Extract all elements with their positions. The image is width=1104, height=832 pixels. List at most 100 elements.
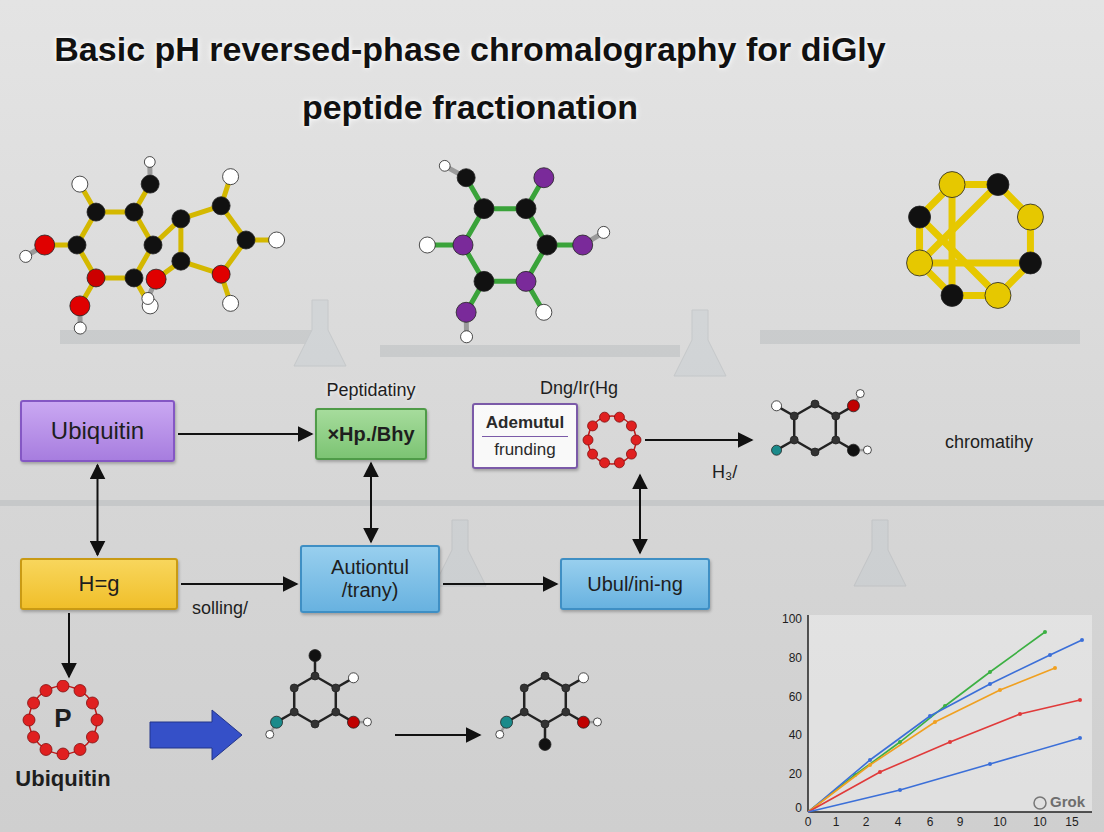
shelf — [380, 345, 680, 357]
atom — [456, 302, 476, 322]
flask — [434, 520, 486, 586]
ring-dot — [57, 748, 69, 760]
atom — [909, 206, 931, 228]
molecule — [496, 672, 602, 750]
atom — [453, 235, 473, 255]
node-label: Ademutul — [482, 413, 568, 437]
atom — [1019, 252, 1041, 274]
atom — [332, 708, 340, 716]
process-box: Autiontul /trany) — [300, 545, 440, 613]
atom — [537, 235, 557, 255]
atom — [562, 684, 570, 692]
axis — [807, 615, 809, 812]
connector-arrow — [443, 583, 557, 585]
ring-dot — [28, 731, 40, 743]
arrow — [639, 475, 641, 553]
atom — [772, 445, 782, 455]
series-point — [1080, 638, 1084, 642]
ring-dot — [23, 714, 35, 726]
ring-dot — [74, 743, 86, 755]
ring-dot — [600, 412, 610, 422]
atom — [142, 292, 154, 304]
atom — [144, 236, 162, 254]
axis-tick: 60 — [770, 690, 802, 704]
atom — [520, 684, 528, 692]
series-point — [928, 714, 932, 718]
ring-dot — [588, 449, 598, 459]
atom — [266, 730, 274, 738]
atom — [541, 672, 549, 680]
atom — [125, 203, 143, 221]
molecule — [20, 157, 285, 334]
node-label: P — [8, 704, 118, 734]
ring-node: PUbiquitin — [8, 680, 118, 796]
ring-dot — [626, 449, 636, 459]
ring-dot — [74, 685, 86, 697]
atom — [439, 160, 450, 171]
atom — [939, 172, 965, 198]
atom — [573, 235, 593, 255]
flask — [674, 310, 726, 376]
atom — [311, 720, 319, 728]
annotation: solling/ — [192, 598, 248, 620]
series-point — [868, 763, 872, 767]
atom — [539, 738, 551, 750]
axis-tick: 10 — [1028, 815, 1052, 829]
series-point — [1043, 630, 1047, 634]
ring-dot — [600, 458, 610, 468]
bond — [920, 185, 998, 263]
atom — [863, 446, 871, 454]
axis-tick: 20 — [770, 767, 802, 781]
atom — [70, 296, 90, 316]
atom — [212, 265, 230, 283]
atom — [172, 252, 190, 270]
atom — [332, 684, 340, 692]
atom — [290, 708, 298, 716]
atom — [20, 250, 32, 262]
atom — [363, 718, 371, 726]
shelf — [60, 330, 320, 344]
ring-dot — [40, 743, 52, 755]
process-box: Ubiquitin — [20, 400, 175, 462]
ring-dot — [86, 697, 98, 709]
watermark-icon — [1034, 797, 1046, 809]
atom — [772, 401, 782, 411]
atom — [237, 231, 255, 249]
atom — [811, 448, 819, 456]
ring-dot — [614, 412, 624, 422]
ring-dot — [588, 421, 598, 431]
axis — [808, 811, 1092, 813]
atom — [223, 295, 239, 311]
ring-dot — [86, 731, 98, 743]
atom — [501, 716, 513, 728]
ring-dot — [614, 458, 624, 468]
node-label: Autiontul /trany) — [310, 556, 430, 602]
atom — [562, 708, 570, 716]
axis-tick: 80 — [770, 651, 802, 665]
atom — [87, 269, 105, 287]
atom — [172, 210, 190, 228]
connector-arrow — [370, 463, 372, 542]
shelf — [760, 330, 1080, 344]
series-point — [1048, 653, 1052, 657]
arrow — [395, 734, 480, 736]
series-point — [933, 720, 937, 724]
atom — [141, 175, 159, 193]
atom — [461, 331, 473, 343]
atom — [832, 436, 840, 444]
atom — [541, 720, 549, 728]
atom — [520, 708, 528, 716]
axis-tick: 0 — [770, 801, 802, 815]
atom — [290, 684, 298, 692]
atom — [146, 269, 166, 289]
axis-tick: 9 — [948, 815, 972, 829]
watermark: Grok — [1050, 793, 1085, 811]
ring-outline — [588, 416, 636, 464]
node-label: Ubul/ini-ng — [587, 573, 683, 596]
annotation: chromatihy — [945, 432, 1033, 454]
atom — [516, 199, 536, 219]
axis-tick: 6 — [918, 815, 942, 829]
series-point — [1053, 666, 1057, 670]
